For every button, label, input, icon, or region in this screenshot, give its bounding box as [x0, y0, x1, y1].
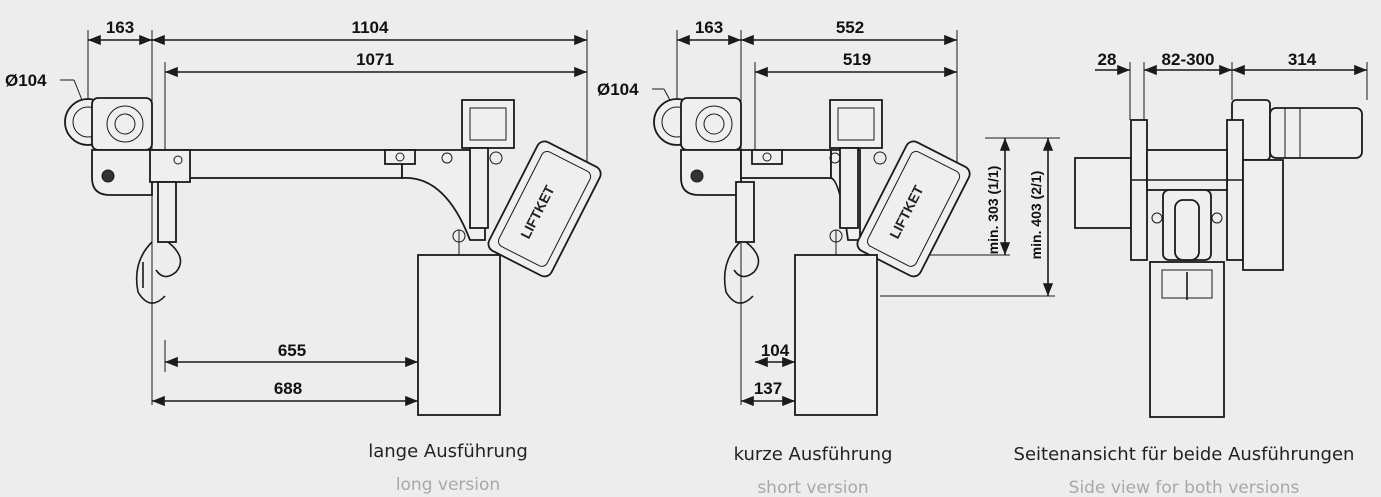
dim-diameter: Ø104: [5, 71, 47, 90]
dim-1071: 1071: [356, 50, 394, 69]
caption-long-de: lange Ausführung: [368, 441, 528, 462]
caption-side-de: Seitenansicht für beide Ausführungen: [1014, 444, 1355, 465]
dim-163: 163: [106, 18, 134, 37]
dim-552: 552: [836, 18, 864, 37]
caption-long-en: long version: [396, 475, 500, 495]
side-view: 28 82-300 314 Seitenansicht für beide Au…: [1014, 50, 1368, 497]
dim-688: 688: [274, 379, 302, 398]
short-version-view: 163 552 519 104 137 Ø104 LIFTKET: [597, 18, 1060, 497]
dim-519: 519: [843, 50, 871, 69]
dim-82-300: 82-300: [1162, 50, 1215, 69]
dim-min-303: min. 303 (1/1): [985, 166, 1001, 255]
dim-min-403: min. 403 (2/1): [1028, 171, 1044, 260]
dim-28: 28: [1098, 50, 1117, 69]
caption-short-de: kurze Ausführung: [734, 444, 893, 465]
dim-137: 137: [754, 379, 782, 398]
long-version-view: 163 1104 1071 655 688 Ø104: [5, 18, 602, 495]
dim-104: 104: [761, 341, 790, 360]
caption-side-en: Side view for both versions: [1069, 478, 1300, 497]
dim-163-short: 163: [695, 18, 723, 37]
dim-655: 655: [278, 341, 306, 360]
caption-short-en: short version: [757, 478, 868, 497]
dim-1104: 1104: [352, 18, 389, 37]
dim-314: 314: [1288, 50, 1317, 69]
dim-diameter-short: Ø104: [597, 80, 639, 99]
